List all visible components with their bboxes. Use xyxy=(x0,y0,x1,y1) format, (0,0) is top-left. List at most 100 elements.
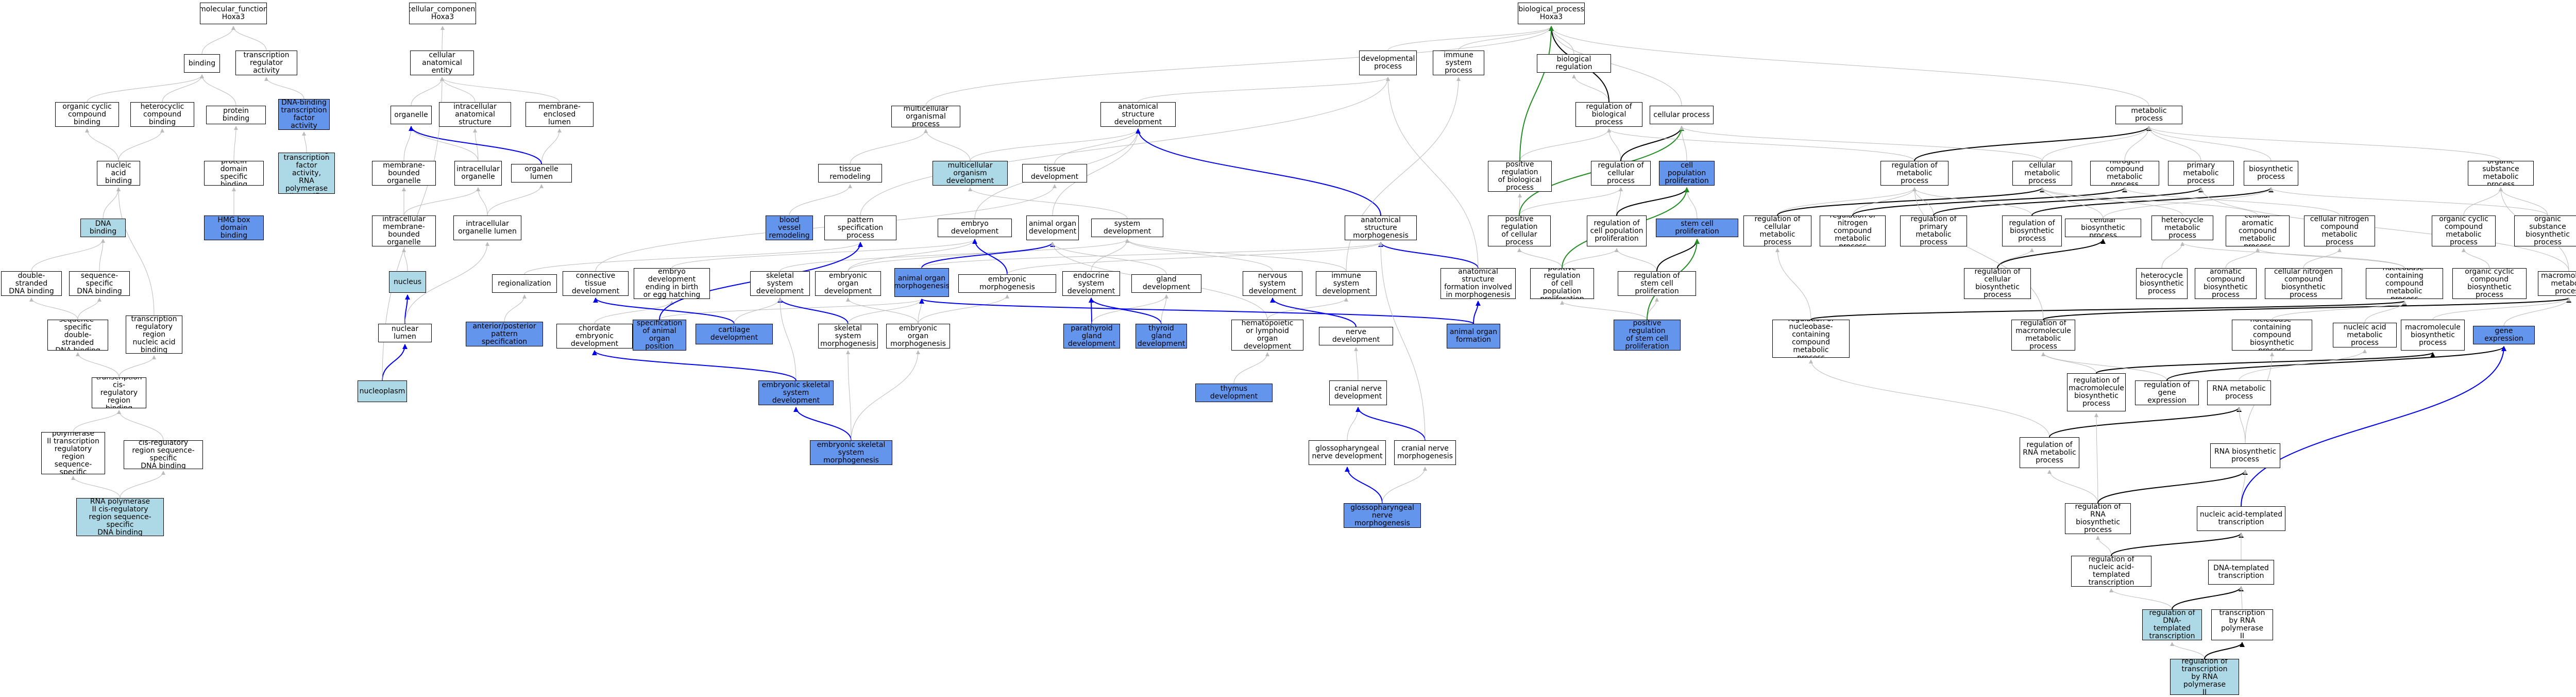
go-term-cranial-nerve-morphogenesis[interactable]: cranial nerve morphogenesis xyxy=(1394,440,1456,465)
go-term-protein-binding[interactable]: protein binding xyxy=(206,106,266,124)
go-term-heterocyclic-compound-binding[interactable]: heterocyclic compound binding xyxy=(130,102,194,127)
go-term-nucleobase-containing-compound-biosynthetic-process[interactable]: nucleobase-containing compound biosynthe… xyxy=(2232,320,2312,351)
go-term-skeletal-system-morphogenesis[interactable]: skeletal system morphogenesis xyxy=(818,324,878,348)
go-term-molecular-function[interactable]: molecular_function Hoxa3 xyxy=(200,3,267,24)
go-term-animal-organ-formation[interactable]: animal organ formation xyxy=(1447,324,1500,348)
go-term-nucleic-acid-metabolic-process[interactable]: nucleic acid metabolic process xyxy=(2333,323,2397,347)
go-term-pattern-specification-process[interactable]: pattern specification process xyxy=(824,215,896,240)
go-term-regionalization[interactable]: regionalization xyxy=(492,274,557,293)
go-term-dna-binding-tf-activity-rna-pol-ii[interactable]: DNA-binding transcription factor activit… xyxy=(278,153,335,194)
go-term-protein-domain-specific-binding[interactable]: protein domain specific binding xyxy=(204,161,264,186)
go-term-biological-process[interactable]: biological_process Hoxa3 xyxy=(1518,3,1585,24)
go-term-nucleus[interactable]: nucleus xyxy=(389,271,426,293)
go-term-regulation-of-cellular-process[interactable]: regulation of cellular process xyxy=(1591,161,1651,186)
go-term-organic-cyclic-compound-binding[interactable]: organic cyclic compound binding xyxy=(55,102,119,127)
go-term-positive-regulation-of-cell-population-proliferation[interactable]: positive regulation of cell population p… xyxy=(1530,268,1594,299)
go-term-nitrogen-compound-metabolic-process[interactable]: nitrogen compound metabolic process xyxy=(2090,161,2159,186)
go-term-hmg-box-domain-binding[interactable]: HMG box domain binding xyxy=(204,215,264,240)
go-term-regulation-of-stem-cell-proliferation[interactable]: regulation of stem cell proliferation xyxy=(1618,271,1696,296)
go-term-cranial-nerve-development[interactable]: cranial nerve development xyxy=(1329,380,1387,405)
go-term-regulation-of-metabolic-process[interactable]: regulation of metabolic process xyxy=(1880,161,1948,186)
go-term-blood-vessel-remodeling[interactable]: blood vessel remodeling xyxy=(766,215,813,240)
go-term-membrane-bounded-organelle[interactable]: membrane-bounded organelle xyxy=(372,161,436,186)
go-term-double-stranded-dna-binding[interactable]: double-stranded DNA binding xyxy=(1,271,62,296)
go-term-anatomical-structure-development[interactable]: anatomical structure development xyxy=(1100,102,1176,127)
go-term-regulation-of-gene-expression[interactable]: regulation of gene expression xyxy=(2135,380,2199,405)
go-term-cellular-nitrogen-compound-biosynthetic-process[interactable]: cellular nitrogen compound biosynthetic … xyxy=(2265,268,2342,299)
go-term-thyroid-gland-development[interactable]: thyroid gland development xyxy=(1136,324,1187,348)
go-term-gland-development[interactable]: gland development xyxy=(1131,274,1201,293)
go-term-metabolic-process[interactable]: metabolic process xyxy=(2115,106,2182,124)
go-term-macromolecule-metabolic-process[interactable]: macromolecule metabolic process xyxy=(2538,271,2576,296)
go-term-cellular-biosynthetic-process[interactable]: cellular biosynthetic process xyxy=(2065,219,2141,237)
go-term-positive-regulation-of-cellular-process[interactable]: positive regulation of cellular process xyxy=(1488,215,1551,246)
go-term-embryonic-morphogenesis[interactable]: embryonic morphogenesis xyxy=(958,274,1056,293)
go-term-regulation-of-biological-process[interactable]: regulation of biological process xyxy=(1575,102,1642,127)
go-term-tissue-remodeling[interactable]: tissue remodeling xyxy=(818,164,882,182)
go-term-embryo-development[interactable]: embryo development xyxy=(938,219,1012,237)
go-term-cartilage-development[interactable]: cartilage development xyxy=(696,324,773,344)
go-term-regulation-of-cellular-biosynthetic-process[interactable]: regulation of cellular biosynthetic proc… xyxy=(1964,268,2031,299)
go-term-regulation-of-cellular-metabolic-process[interactable]: regulation of cellular metabolic process xyxy=(1743,215,1811,246)
go-term-cellular-component[interactable]: cellular_component Hoxa3 xyxy=(409,3,476,24)
go-term-intracellular-organelle-lumen[interactable]: intracellular organelle lumen xyxy=(453,215,521,240)
go-term-regulation-of-rna-biosynthetic-process[interactable]: regulation of RNA biosynthetic process xyxy=(2065,503,2131,534)
go-term-cell-population-proliferation[interactable]: cell population proliferation xyxy=(1659,161,1715,186)
go-term-biological-regulation[interactable]: biological regulation xyxy=(1537,54,1611,73)
go-term-nervous-system-development[interactable]: nervous system development xyxy=(1243,271,1302,296)
go-term-intracellular-membrane-bounded-organelle[interactable]: intracellular membrane-bounded organelle xyxy=(372,215,436,246)
go-term-gene-expression[interactable]: gene expression xyxy=(2473,326,2535,344)
go-term-hematopoietic-or-lymphoid-organ-development[interactable]: hematopoietic or lymphoid organ developm… xyxy=(1231,320,1303,351)
go-term-embryo-development-ending-in-birth[interactable]: embryo development ending in birth or eg… xyxy=(634,268,710,299)
go-term-membrane-enclosed-lumen[interactable]: membrane-enclosed lumen xyxy=(526,102,594,127)
go-term-dna-binding[interactable]: DNA binding xyxy=(80,219,126,237)
go-term-positive-regulation-of-stem-cell-proliferation[interactable]: positive regulation of stem cell prolife… xyxy=(1614,320,1681,351)
go-term-anatomical-structure-morphogenesis[interactable]: anatomical structure morphogenesis xyxy=(1345,215,1417,240)
go-term-positive-regulation-of-biological-process[interactable]: positive regulation of biological proces… xyxy=(1488,161,1552,192)
go-term-cellular-metabolic-process[interactable]: cellular metabolic process xyxy=(2012,161,2072,186)
go-term-regulation-of-primary-metabolic-process[interactable]: regulation of primary metabolic process xyxy=(1900,215,1967,246)
go-term-embryonic-organ-morphogenesis[interactable]: embryonic organ morphogenesis xyxy=(886,324,950,348)
go-term-embryonic-organ-development[interactable]: embryonic organ development xyxy=(815,271,881,296)
go-term-transcription-cis-regulatory-region-binding[interactable]: transcription cis-regulatory region bind… xyxy=(92,377,146,408)
go-term-regulation-of-macromolecule-biosynthetic-process[interactable]: regulation of macromolecule biosynthetic… xyxy=(2067,373,2126,411)
go-term-immune-system-process[interactable]: immune system process xyxy=(1433,51,1484,75)
go-term-sequence-specific-double-stranded-dna-binding[interactable]: sequence-specific double-stranded DNA bi… xyxy=(47,320,108,351)
go-term-regulation-of-nucleic-acid-templated-transcription[interactable]: regulation of nucleic acid-templated tra… xyxy=(2071,556,2151,587)
go-term-regulation-of-dna-templated-transcription[interactable]: regulation of DNA-templated transcriptio… xyxy=(2142,609,2202,640)
go-term-organelle-lumen[interactable]: organelle lumen xyxy=(511,164,572,182)
go-term-cellular-aromatic-compound-metabolic-process[interactable]: cellular aromatic compound metabolic pro… xyxy=(2226,215,2290,246)
go-term-developmental-process[interactable]: developmental process xyxy=(1359,51,1417,75)
go-term-regulation-of-rna-metabolic-process[interactable]: regulation of RNA metabolic process xyxy=(2020,437,2079,468)
go-term-nucleic-acid-binding[interactable]: nucleic acid binding xyxy=(97,161,140,186)
go-term-tissue-development[interactable]: tissue development xyxy=(1022,164,1087,182)
go-term-system-development[interactable]: system development xyxy=(1091,219,1163,237)
go-term-chordate-embryonic-development[interactable]: chordate embryonic development xyxy=(556,324,633,348)
go-term-heterocycle-metabolic-process[interactable]: heterocycle metabolic process xyxy=(2151,215,2213,240)
go-term-anatomical-structure-formation[interactable]: anatomical structure formation involved … xyxy=(1440,268,1516,299)
go-term-regulation-of-cell-population-proliferation[interactable]: regulation of cell population proliferat… xyxy=(1587,215,1647,246)
go-term-embryonic-skeletal-system-development[interactable]: embryonic skeletal system development xyxy=(758,380,834,405)
go-term-transcription-regulator-activity[interactable]: transcription regulator activity xyxy=(235,51,297,75)
go-term-regulation-of-macromolecule-metabolic-process[interactable]: regulation of macromolecule metabolic pr… xyxy=(2011,320,2075,351)
go-term-regulation-of-nitrogen-compound-metabolic-process[interactable]: regulation of nitrogen compound metaboli… xyxy=(1820,215,1886,246)
go-term-anterior-posterior-pattern-specification[interactable]: anterior/posterior pattern specification xyxy=(466,322,543,346)
go-term-intracellular-organelle[interactable]: intracellular organelle xyxy=(454,161,502,186)
go-term-transcription-by-rna-polymerase-ii[interactable]: transcription by RNA polymerase II xyxy=(2211,609,2273,640)
go-term-nucleoplasm[interactable]: nucleoplasm xyxy=(358,380,407,402)
go-term-cellular-process[interactable]: cellular process xyxy=(1650,106,1714,124)
go-term-rna-metabolic-process[interactable]: RNA metabolic process xyxy=(2207,380,2271,405)
go-term-nucleic-acid-templated-transcription[interactable]: nucleic acid-templated transcription xyxy=(2197,506,2285,531)
go-term-cis-regulatory-region-sequence-specific-dna-binding[interactable]: cis-regulatory region sequence-specific … xyxy=(124,440,203,469)
go-term-cellular-nitrogen-compound-metabolic-process[interactable]: cellular nitrogen compound metabolic pro… xyxy=(2304,215,2375,246)
go-term-sequence-specific-dna-binding[interactable]: sequence-specific DNA binding xyxy=(69,271,130,296)
go-term-regulation-of-nucleobase-containing-compound-metabolic-process[interactable]: regulation of nucleobase-containing comp… xyxy=(1772,320,1850,358)
go-term-intracellular-anatomical-structure[interactable]: intracellular anatomical structure xyxy=(439,102,511,127)
go-term-multicellular-organismal-process[interactable]: multicellular organismal process xyxy=(891,106,960,127)
go-term-parathyroid-gland-development[interactable]: parathyroid gland development xyxy=(1063,324,1120,348)
go-term-skeletal-system-development[interactable]: skeletal system development xyxy=(750,271,810,296)
go-term-macromolecule-biosynthetic-process[interactable]: macromolecule biosynthetic process xyxy=(2401,320,2465,351)
go-term-thymus-development[interactable]: thymus development xyxy=(1195,384,1273,402)
go-term-heterocycle-biosynthetic-process[interactable]: heterocycle biosynthetic process xyxy=(2136,268,2188,299)
go-term-glossopharyngeal-nerve-development[interactable]: glossopharyngeal nerve development xyxy=(1309,440,1386,465)
